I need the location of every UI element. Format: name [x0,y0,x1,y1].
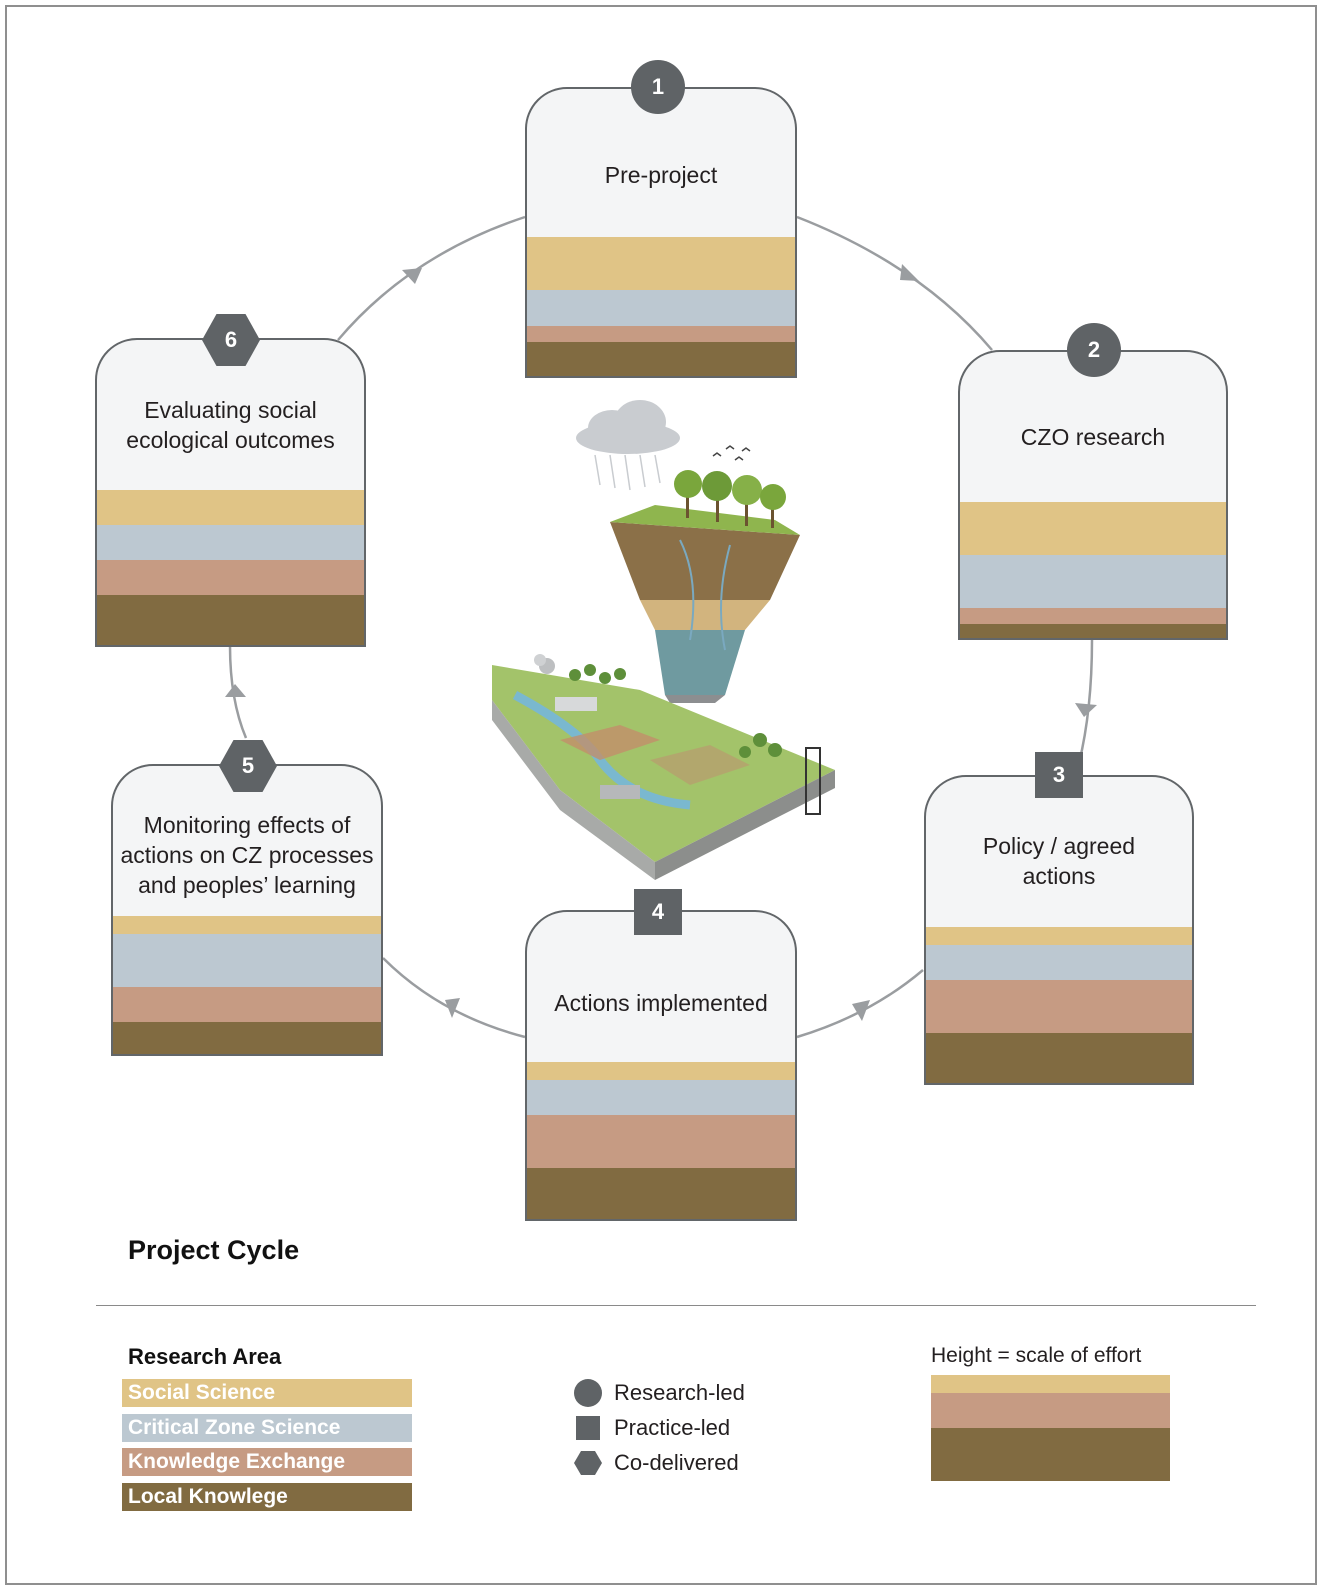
social-science-layer [960,502,1226,555]
stage-label: Policy / agreed actions [982,833,1136,889]
figure-title: Project Cycle [128,1235,300,1265]
social-science-layer [926,927,1192,945]
stage-4-practice-led-marker: 4 [634,889,682,935]
landscape-slab [492,654,835,880]
stage-label: Actions implemented [554,990,768,1016]
arrowhead-6-to-1 [402,268,422,284]
local-knowledge-layer [113,1022,381,1054]
knowledge-exchange-layer [97,560,364,595]
knowledge-exchange-layer [527,1115,795,1168]
critical-zone-science-layer [527,290,795,326]
local-knowledge-layer [960,624,1226,638]
critical-zone-science-layer [527,1080,795,1115]
soil-profile-block [610,505,800,703]
critical-zone-illustration [492,400,835,880]
research-area-heading: Research Area [128,1344,282,1369]
height-scale-example [931,1375,1170,1481]
critical-zone-science-layer [97,525,364,560]
legend-practice-led: Practice-led [574,1413,730,1443]
legend-shape-label: Co-delivered [614,1450,739,1475]
arrowhead-2-to-3 [1075,703,1097,717]
local-knowledge-layer [527,1168,795,1219]
critical-zone-science-layer [113,934,381,987]
legend-co-delivered: Co-delivered [574,1448,739,1478]
height-scale-note: Height = scale of effort [931,1344,1142,1367]
critical-zone-science-layer [960,555,1226,608]
arrowhead-4-to-5 [445,998,460,1018]
arrowhead-5-to-6 [225,684,246,697]
knowledge-exchange-layer [113,987,381,1022]
stage-4-card: Actions implemented [525,910,797,1221]
legend-shape-label: Practice-led [614,1415,731,1440]
legend-local-knowledge: Local Knowlege [122,1483,412,1511]
height-scale-medium [931,1393,1170,1428]
stage-2-card: CZO research [958,350,1228,640]
stage-1-research-led-marker: 1 [631,60,685,114]
height-scale-small [931,1375,1170,1393]
connector-1-to-2 [796,215,993,351]
stage-label: Evaluating social ecological outcomes [126,397,335,453]
knowledge-exchange-layer [960,608,1226,624]
trees-icon [674,470,786,528]
local-knowledge-layer [97,595,364,645]
social-science-layer [97,490,364,525]
legend-shape-label: Research-led [614,1380,745,1405]
rain-cloud-icon [576,400,680,491]
local-knowledge-layer [527,342,795,376]
stage-label: Pre-project [604,162,718,188]
stage-label: CZO research [1020,424,1166,450]
knowledge-exchange-layer [926,980,1192,1033]
stage-1-card: Pre-project [525,87,797,378]
critical-zone-science-layer [926,945,1192,980]
social-science-layer [113,916,381,934]
hexagon-icon [574,1451,602,1475]
birds-icon [712,445,751,461]
legend-research-led: Research-led [574,1378,745,1408]
legend-knowledge-exchange: Knowledge Exchange [122,1448,412,1476]
arrowhead-3-to-4 [852,1000,870,1021]
knowledge-exchange-layer [527,326,795,342]
arrowhead-1-to-2 [900,264,919,281]
stage-5-co-delivered-marker: 5 [219,740,277,792]
legend-divider [96,1305,1256,1306]
connector-4-to-5 [382,957,526,1039]
height-scale-large [931,1428,1170,1481]
stage-2-research-led-marker: 2 [1067,323,1121,377]
stage-6-card: Evaluating social ecological outcomes [95,338,366,647]
social-science-layer [527,237,795,290]
legend-critical-zone-science: Critical Zone Science [122,1414,412,1442]
square-icon [576,1416,600,1440]
stage-3-card: Policy / agreed actions [924,775,1194,1085]
stage-5-card: Monitoring effects of actions on CZ proc… [111,764,383,1056]
stage-3-practice-led-marker: 3 [1035,752,1083,798]
social-science-layer [527,1062,795,1080]
legend-social-science: Social Science [122,1379,412,1407]
local-knowledge-layer [926,1033,1192,1083]
connector-6-to-1 [337,215,526,341]
stage-label: Monitoring effects of actions on CZ proc… [120,812,374,898]
circle-icon [574,1379,602,1407]
